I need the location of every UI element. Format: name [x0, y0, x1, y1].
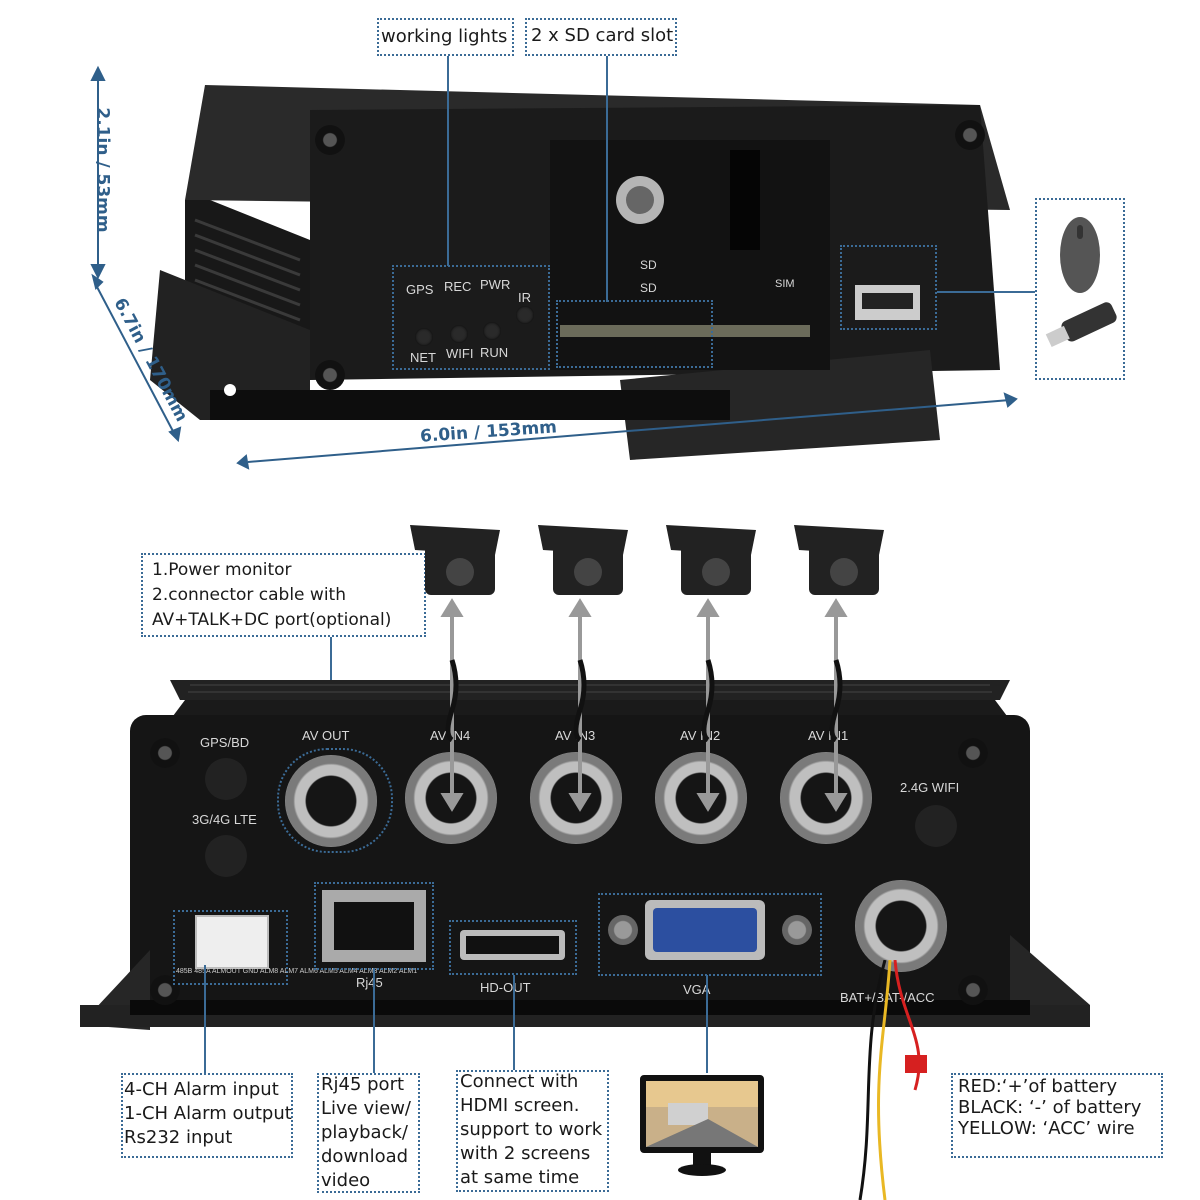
pointer-line: [606, 56, 608, 302]
dimension-arrows: [90, 65, 1018, 470]
led-indicator-icon: [415, 328, 433, 346]
alarm-terminal-icon: [195, 915, 269, 969]
vga-label: VGA: [683, 982, 711, 997]
led-label: IR: [518, 290, 531, 305]
hdmi-info-box: [456, 1070, 609, 1192]
usb-accessories-box: [1035, 198, 1125, 380]
screw-icon: [315, 125, 345, 155]
usb-port-highlight: [840, 245, 937, 330]
led-label: REC: [444, 279, 472, 294]
sd-slot-label: SD: [640, 258, 657, 272]
hd-out-label: HD-OUT: [480, 980, 531, 995]
hdmi-port-icon: [460, 930, 565, 960]
screw-icon: [958, 738, 988, 768]
wire-info: RED:‘+’of battery BLACK: ‘-’ of battery …: [958, 1076, 1142, 1139]
av-out-label: AV OUT: [302, 728, 350, 743]
power-monitor-box: [141, 553, 426, 637]
rj45-info-box: [317, 1073, 420, 1193]
led-label: NET: [410, 350, 436, 365]
pointer-line: [204, 965, 206, 1073]
led-indicator-icon: [516, 306, 534, 324]
led-label: RUN: [480, 345, 509, 360]
screw-icon: [782, 915, 812, 945]
av-out-highlight: [277, 748, 393, 853]
usb-accessories: [1045, 217, 1117, 348]
fuse-icon: [905, 1055, 927, 1073]
rj45-port-icon: [322, 890, 426, 962]
monitor-icon: [640, 1075, 764, 1176]
alarm-info-box: [121, 1073, 293, 1158]
hdmi-info: Connect with HDMI screen. support to wor…: [460, 1071, 603, 1188]
screw-icon: [958, 975, 988, 1005]
camera-icon: [666, 525, 756, 595]
led-label: GPS: [406, 282, 434, 297]
av-in1-label: AV IN1: [808, 728, 849, 743]
power-wires: [858, 960, 927, 1200]
av-out-connector-icon: [285, 755, 377, 847]
led-label: WIFI: [446, 346, 474, 361]
sd-slot-highlight: [556, 300, 713, 368]
wifi-label: 2.4G WIFI: [900, 780, 960, 795]
pointer-line: [937, 291, 1035, 293]
sim-slot-label: SIM: [775, 278, 795, 290]
pointer-line: [447, 56, 449, 266]
lte-label: 3G/4G LTE: [192, 812, 257, 827]
sd-slot-box: [525, 18, 677, 56]
led-panel-highlight: [392, 265, 550, 370]
sd-slot-label: SD: [640, 281, 657, 295]
vga-port-icon: [645, 900, 765, 960]
mouse-icon: [1060, 217, 1100, 293]
screw-icon: [608, 915, 638, 945]
camera-icon: [410, 525, 500, 595]
screw-icon: [955, 120, 985, 150]
pointer-line: [513, 975, 515, 1070]
working-lights-box: [377, 18, 514, 56]
cameras: [410, 525, 884, 812]
gps-bd-label: GPS/BD: [200, 735, 250, 750]
led-indicator-icon: [450, 325, 468, 343]
front-device-body: [150, 85, 1010, 460]
power-monitor-label: 1.Power monitor 2.connector cable with A…: [152, 560, 392, 630]
alarm-info: 4-CH Alarm input 1-CH Alarm output Rs232…: [124, 1079, 292, 1148]
av-in2-label: AV IN2: [680, 728, 721, 743]
pointer-line: [373, 970, 375, 1073]
rj45-info: Rj45 port Live view/ playback/ download …: [321, 1074, 411, 1191]
wifi-antenna-port: [915, 805, 957, 847]
height-dimension: 2.1in / 53mm: [92, 107, 113, 233]
camera-icon: [538, 525, 628, 595]
alarm-port-highlight: [173, 910, 288, 985]
vga-highlight: [598, 893, 822, 976]
led-label: PWR: [480, 277, 511, 292]
pointer-line: [706, 975, 708, 1073]
led-indicator-icon: [483, 322, 501, 340]
screw-icon: [150, 738, 180, 768]
sd-slot-title: 2 x SD card slot: [531, 24, 674, 48]
camera-icon: [794, 525, 884, 595]
lte-antenna-port: [205, 835, 247, 877]
wire-info-box: [951, 1073, 1163, 1158]
hdmi-highlight: [449, 920, 577, 975]
av-in1-connector-icon: [780, 752, 872, 844]
working-lights-label: working lights: [381, 25, 508, 49]
power-connector-icon: [855, 880, 947, 972]
screw-icon: [315, 360, 345, 390]
gps-antenna-port: [205, 758, 247, 800]
usb-stick-icon: [1045, 302, 1117, 348]
rj45-highlight: [314, 882, 434, 970]
screw-icon: [150, 975, 180, 1005]
alarm-pin-labels: 485B 485A ALMOUT GND ALM8 ALM7 ALM6 ALM5…: [176, 968, 418, 975]
rj45-label: Rj45: [356, 975, 383, 990]
